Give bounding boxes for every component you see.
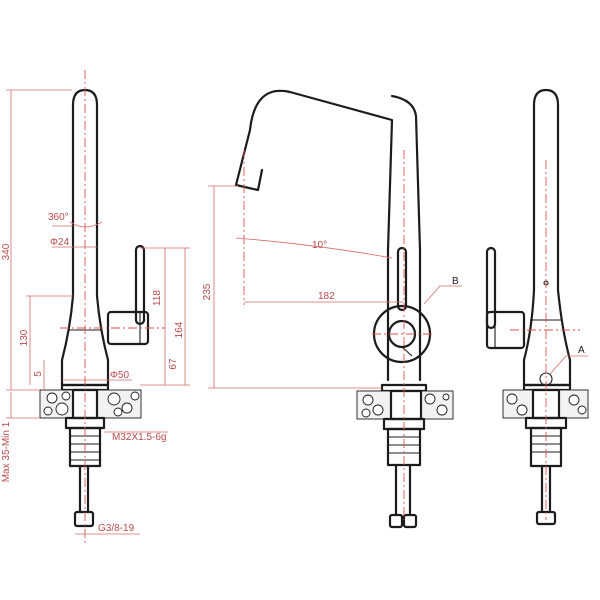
- countertop-middle: [356, 389, 454, 421]
- dim-235: 235: [202, 283, 213, 300]
- dimension-lines: [6, 89, 588, 535]
- dim-phi50: Φ50: [110, 370, 130, 381]
- dim-5: 5: [33, 371, 44, 377]
- dim-thread: M32X1.5-6g: [112, 432, 166, 443]
- dim-130: 130: [19, 329, 30, 346]
- dim-118: 118: [152, 290, 163, 306]
- countertop-left: [39, 388, 142, 420]
- dim-10-deg: 10°: [312, 240, 327, 251]
- side-view-right: [485, 88, 589, 526]
- dim-360-deg: 360°: [48, 212, 69, 223]
- dim-67: 67: [168, 358, 179, 370]
- label-b: B: [452, 276, 459, 287]
- label-a: A: [578, 345, 585, 356]
- dim-182: 182: [318, 291, 335, 302]
- side-view: [39, 70, 165, 545]
- dimension-labels: 340 Max 35-Min 1 130 5 360° Φ24 Φ50 118 …: [1, 212, 585, 534]
- dim-164: 164: [174, 321, 185, 338]
- countertop-right: [502, 388, 589, 420]
- dim-340: 340: [1, 243, 12, 260]
- dim-phi24: Φ24: [50, 237, 70, 248]
- dim-g38: G3/8-19: [98, 523, 135, 534]
- front-view: [234, 89, 454, 529]
- dim-max-min: Max 35-Min 1: [1, 421, 12, 482]
